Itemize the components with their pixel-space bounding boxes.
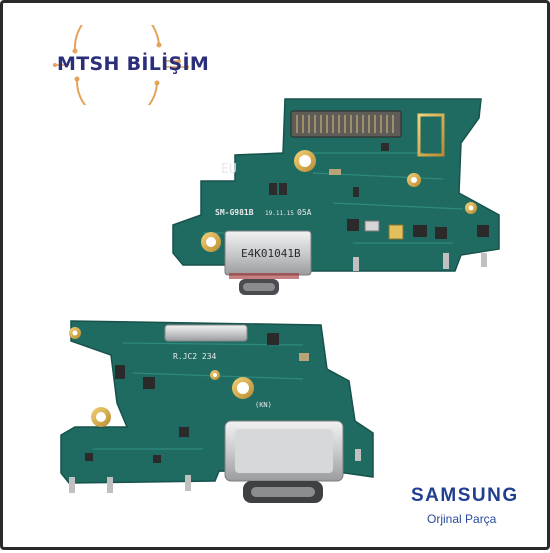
store-logo-text: MTSH BİLİŞİM [57,53,210,75]
pcb-model-label: SM-G981B [215,208,254,217]
brand-tagline: Orjinal Parça [427,512,497,526]
top-charging-board: EU SM-G981B 19.11.15 05A E4K01041B [172,98,500,295]
connector-label: E4K01041B [241,247,301,260]
pcb-region-label: EU [221,162,237,177]
brand-name: SAMSUNG [411,485,519,506]
product-photo: EU SM-G981B 19.11.15 05A E4K01041B [60,98,500,503]
circuit-ring-icon [53,25,189,105]
pcb-code-label: R.JC2 234 [173,352,217,361]
store-logo: MTSH BİLİŞİM [47,25,209,105]
bottom-charging-board: R.JC2 234 (KN) [60,320,374,503]
pcb-date-label: 19.11.15 [265,210,294,217]
pcb-mark-label: (KN) [255,401,272,409]
pcb-rev-label: 05A [297,208,312,217]
